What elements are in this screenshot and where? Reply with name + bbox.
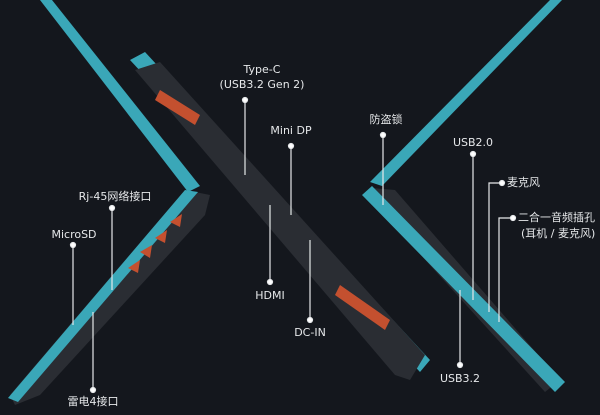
- usb20-label: USB2.0: [452, 136, 494, 149]
- type-c-sub-label: (USB3.2 Gen 2): [219, 78, 305, 91]
- middle-laptop: [130, 52, 430, 380]
- thunderbolt4-label: 雷电4接口: [67, 395, 119, 408]
- leader-lines: [69, 96, 517, 394]
- hdmi-label: HDMI: [255, 289, 285, 302]
- rj45-label: Rj-45网络接口: [78, 190, 152, 203]
- audio-label: 二合一音频插孔: [518, 211, 595, 224]
- mic-label: 麦克风: [507, 176, 540, 189]
- right-laptop: [362, 0, 565, 392]
- lock-label: 防盗锁: [369, 113, 403, 126]
- audio-sub-label: (耳机 / 麦克风): [521, 227, 596, 240]
- type-c-label: Type-C: [243, 63, 281, 76]
- dc-in-label: DC-IN: [294, 326, 326, 339]
- usb32-label: USB3.2: [439, 372, 481, 385]
- mini-dp-label: Mini DP: [270, 124, 312, 137]
- left-laptop: [8, 0, 210, 405]
- microsd-label: MicroSD: [51, 228, 97, 241]
